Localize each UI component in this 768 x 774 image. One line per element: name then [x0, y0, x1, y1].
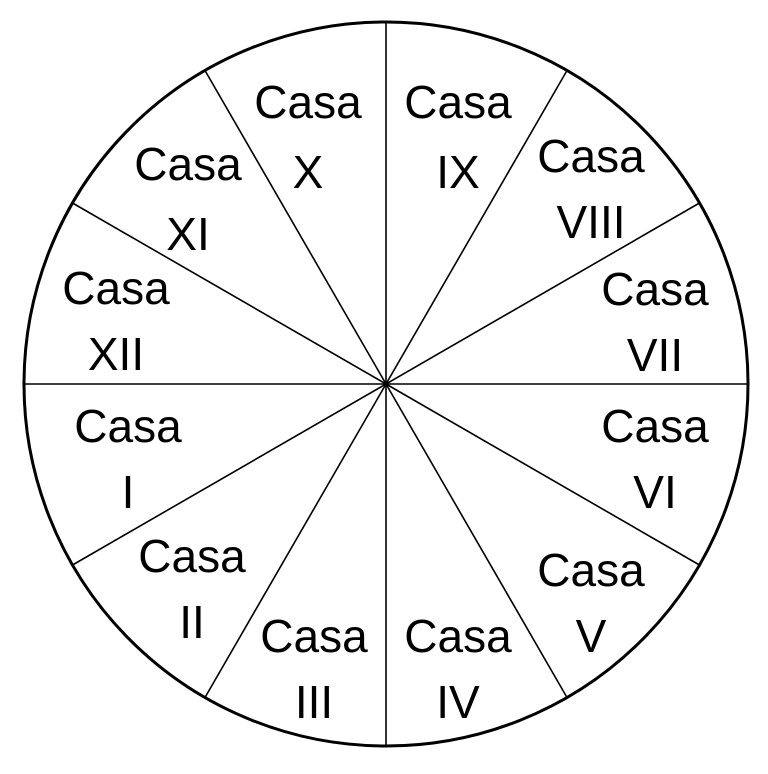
house-i-numeral: I — [122, 466, 135, 518]
house-divider-line — [385, 202, 700, 385]
house-iii-word: Casa — [260, 610, 368, 662]
house-ii-word: Casa — [138, 530, 246, 582]
house-vii-numeral: VII — [627, 329, 683, 381]
house-vi-numeral: VI — [633, 466, 676, 518]
house-iii-numeral: III — [295, 676, 333, 728]
house-ix-numeral: IX — [436, 146, 479, 198]
house-xii-numeral: XII — [88, 328, 144, 380]
house-x-word: Casa — [254, 76, 362, 128]
house-divider-line — [204, 383, 387, 698]
house-divider-line — [204, 70, 387, 385]
house-viii-word: Casa — [537, 130, 645, 182]
house-x-numeral: X — [293, 146, 324, 198]
house-divider-lines — [25, 23, 747, 745]
house-xii-word: Casa — [62, 262, 170, 314]
house-divider-line — [385, 383, 700, 566]
house-viii-numeral: VIII — [556, 196, 625, 248]
house-v-numeral: V — [576, 610, 607, 662]
house-ii-numeral: II — [179, 596, 205, 648]
house-xi-numeral: XI — [166, 208, 209, 260]
house-vii-word: Casa — [601, 263, 709, 315]
house-iv-numeral: IV — [436, 676, 480, 728]
house-i-word: Casa — [74, 400, 182, 452]
house-ix-word: Casa — [404, 76, 512, 128]
house-iv-word: Casa — [404, 610, 512, 662]
house-vi-word: Casa — [601, 400, 709, 452]
house-divider-line — [385, 70, 568, 385]
house-xi-word: Casa — [134, 138, 242, 190]
house-divider-line — [385, 383, 568, 698]
house-divider-line — [72, 202, 387, 385]
wheel-outer-circle — [22, 20, 750, 748]
house-v-word: Casa — [537, 544, 645, 596]
house-divider-line — [72, 383, 387, 566]
house-labels: Casa I Casa II Casa III Casa IV Casa V C… — [62, 76, 709, 728]
